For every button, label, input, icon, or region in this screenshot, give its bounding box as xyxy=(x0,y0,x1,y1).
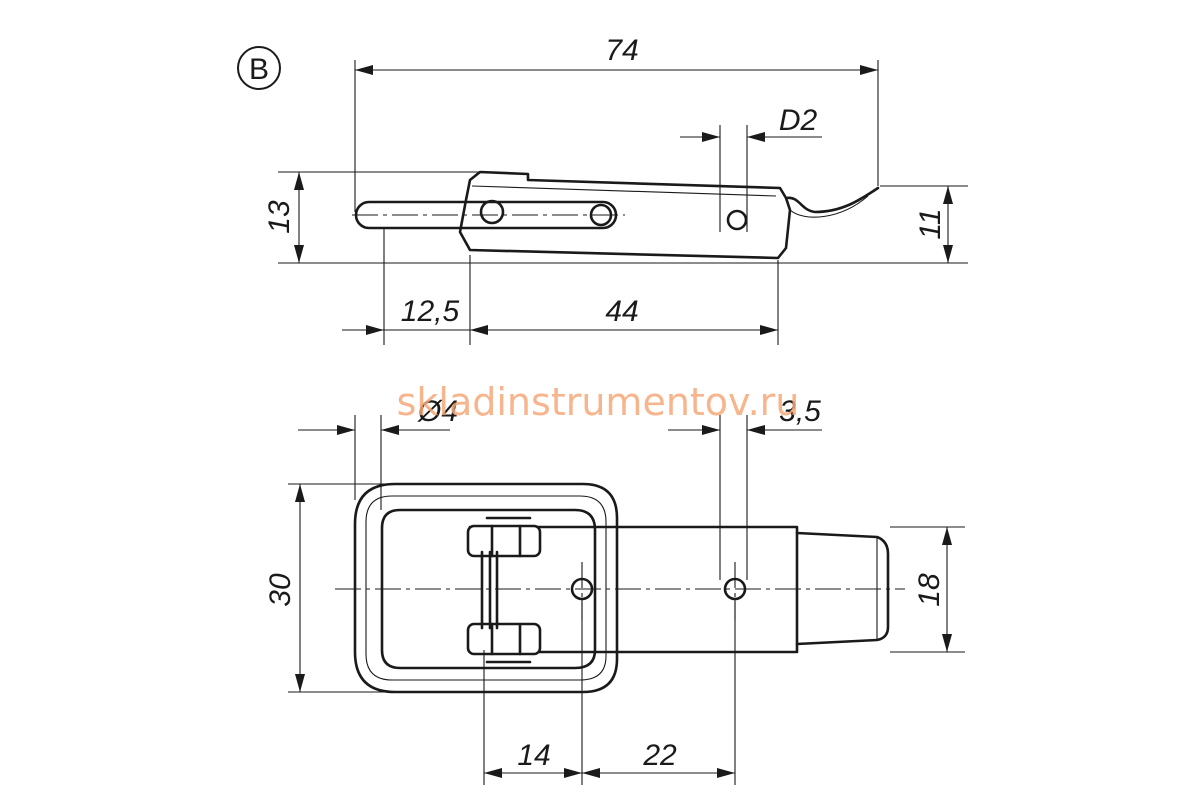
hole-d2-side xyxy=(726,209,748,231)
dim-12-5-label: 12,5 xyxy=(401,295,460,328)
top-view: Ø4 3,5 30 18 14 22 xyxy=(264,395,965,785)
wire-loop-inner xyxy=(380,508,597,670)
lever-inner-edge xyxy=(471,185,777,197)
hinge-block xyxy=(466,516,542,664)
dim-22-label: 22 xyxy=(642,739,677,772)
wire-loop-side xyxy=(354,200,618,230)
view-label-b: B xyxy=(237,46,281,90)
dim-30-label: 30 xyxy=(264,573,297,607)
wire-loop-outer xyxy=(353,482,619,694)
lever-body-side xyxy=(458,170,792,260)
side-view: 74 D2 13 11 12,5 44 xyxy=(263,34,968,345)
dim-3-5-label: 3,5 xyxy=(779,395,821,428)
pivot-side xyxy=(479,199,505,225)
dim-diameter-4-label: Ø4 xyxy=(417,395,458,428)
watermark-text: skladinstrumentov.ru xyxy=(397,380,800,424)
dim-14-label: 14 xyxy=(517,739,550,772)
dim-44-label: 44 xyxy=(605,295,638,328)
dim-74-label: 74 xyxy=(605,34,638,67)
dim-13-label: 13 xyxy=(263,200,296,234)
dim-18-label: 18 xyxy=(913,573,946,607)
lever-plate-top xyxy=(468,525,890,654)
dim-11-label: 11 xyxy=(914,208,947,239)
hook-inner xyxy=(789,195,869,218)
view-label-text: B xyxy=(249,53,269,86)
hook-side xyxy=(784,186,880,214)
dim-d2-label: D2 xyxy=(779,104,818,137)
